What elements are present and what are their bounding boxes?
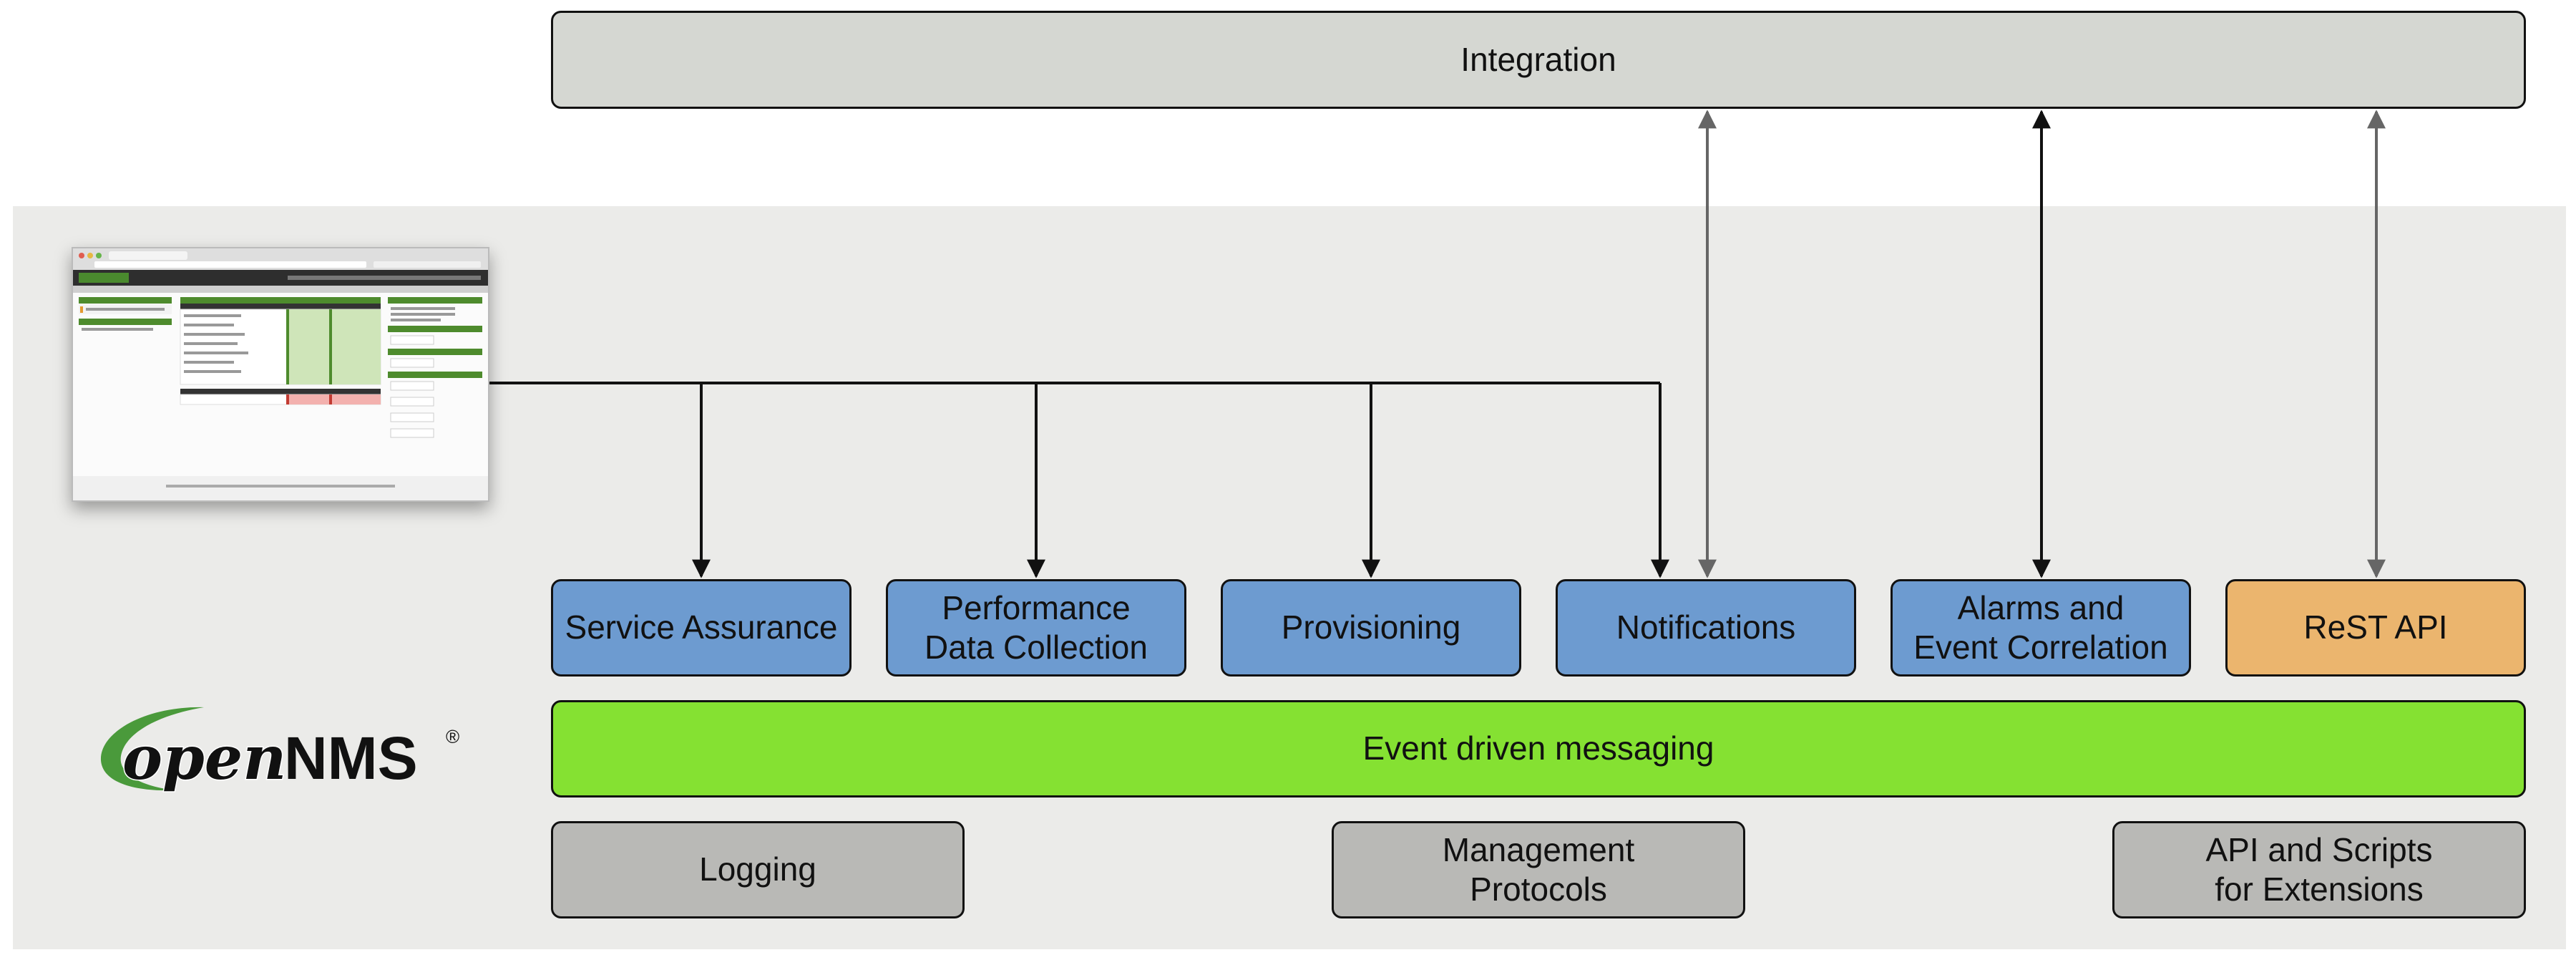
alarms-event-correlation-label: Alarms and Event Correlation — [1913, 588, 2168, 666]
notifications-label: Notifications — [1616, 609, 1796, 646]
logo-nms-text: NMS — [284, 724, 418, 792]
performance-data-collection-label: Performance Data Collection — [924, 588, 1148, 666]
logo-swoosh — [100, 707, 204, 791]
opennms-logo: open NMS ® — [97, 699, 469, 799]
logging-box: Logging — [551, 821, 965, 918]
logo-open-text: open — [122, 722, 286, 793]
event-driven-messaging-bus: Event driven messaging — [551, 700, 2526, 797]
web-ui-screenshot — [72, 247, 489, 502]
management-protocols-box: Management Protocols — [1332, 821, 1745, 918]
performance-data-collection-box: Performance Data Collection — [886, 579, 1186, 677]
notifications-box: Notifications — [1556, 579, 1856, 677]
integration-box: Integration — [551, 11, 2526, 109]
logo-registered-mark: ® — [446, 726, 459, 747]
rest-api-box: ReST API — [2225, 579, 2526, 677]
service-assurance-box: Service Assurance — [551, 579, 852, 677]
provisioning-label: Provisioning — [1281, 609, 1461, 646]
service-assurance-label: Service Assurance — [565, 609, 838, 646]
api-scripts-extensions-box: API and Scripts for Extensions — [2112, 821, 2526, 918]
api-scripts-extensions-label: API and Scripts for Extensions — [2205, 830, 2433, 908]
event-driven-messaging-label: Event driven messaging — [1362, 729, 1714, 767]
provisioning-box: Provisioning — [1221, 579, 1521, 677]
rest-api-label: ReST API — [2303, 609, 2448, 646]
management-protocols-label: Management Protocols — [1442, 830, 1635, 908]
alarms-event-correlation-box: Alarms and Event Correlation — [1890, 579, 2191, 677]
integration-label: Integration — [1460, 40, 1616, 78]
screenshot-icon — [73, 248, 488, 500]
logging-label: Logging — [699, 850, 816, 888]
